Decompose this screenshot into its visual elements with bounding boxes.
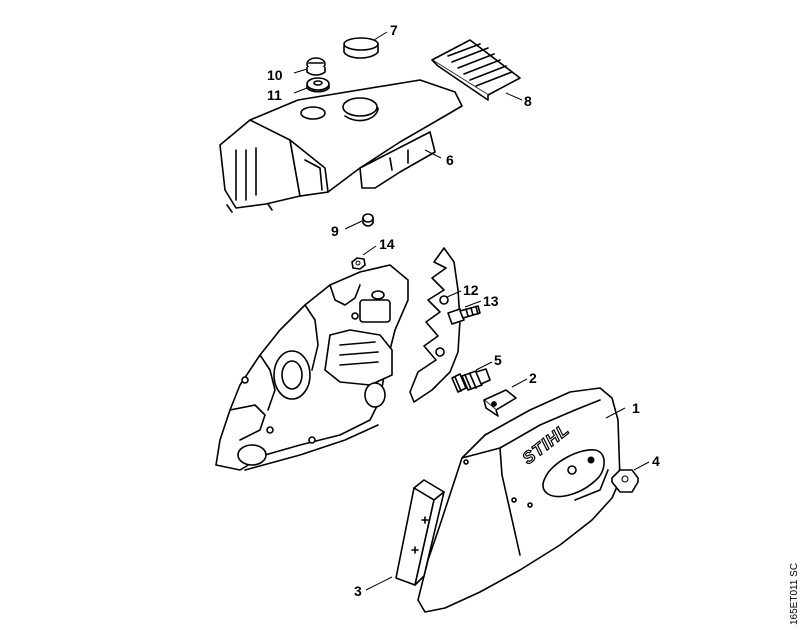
callout-13: 13 (483, 293, 499, 309)
callout-labels: 1 2 3 4 5 6 7 8 9 10 11 12 13 14 (267, 22, 660, 599)
hex-nut-14-drawing (351, 257, 366, 270)
callout-5: 5 (494, 352, 502, 368)
callout-10: 10 (267, 67, 283, 83)
shroud-drawing (219, 79, 463, 213)
sprocket-cover-drawing: STIHL (417, 387, 621, 613)
chain-catcher-pad-drawing (395, 479, 445, 586)
plug-drawing (343, 37, 379, 59)
callout-8: 8 (524, 93, 532, 109)
callout-3: 3 (354, 583, 362, 599)
washer-drawing (306, 77, 330, 93)
screw-drawing (447, 305, 481, 325)
callout-2: 2 (529, 370, 537, 386)
twist-lock-drawing (306, 57, 326, 76)
engine-housing-drawing (215, 264, 409, 471)
callout-9: 9 (331, 223, 339, 239)
spiked-bumper-drawing (409, 247, 461, 403)
callout-6: 6 (446, 152, 454, 168)
collar-stud-drawing (451, 368, 491, 393)
tensioner-slide-drawing (483, 389, 517, 417)
collar-nut-drawing (611, 469, 639, 493)
callout-7: 7 (390, 22, 398, 38)
warning-label-drawing (431, 39, 521, 101)
callout-12: 12 (463, 282, 479, 298)
leader-lines (293, 31, 650, 591)
callout-14: 14 (379, 236, 395, 252)
callout-1: 1 (632, 400, 640, 416)
callout-11: 11 (267, 87, 282, 103)
figure-code: 165ET011 SC (789, 563, 800, 625)
rubber-buffer-drawing (362, 213, 374, 227)
callout-4: 4 (652, 453, 660, 469)
